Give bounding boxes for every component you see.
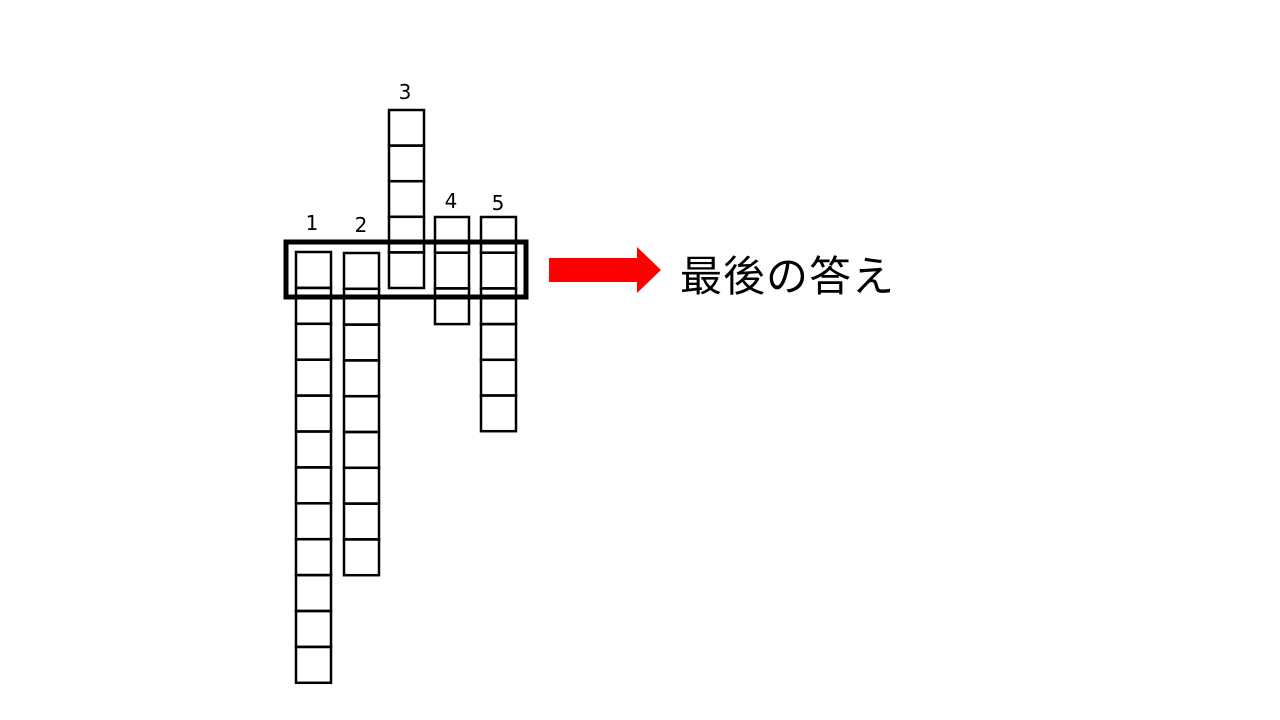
column-number-1: 1 (305, 211, 319, 235)
column-4 (433, 215, 471, 326)
grid-cell (387, 251, 426, 290)
grid-cell (294, 358, 333, 397)
column-5 (479, 215, 518, 433)
grid-cell (479, 215, 518, 254)
grid-cell (342, 538, 381, 577)
grid-cell (433, 251, 471, 290)
grid-cell (387, 215, 426, 254)
grid-cell (342, 430, 381, 470)
grid-cell (294, 466, 333, 505)
grid-cell (294, 609, 333, 649)
grid-cell (294, 573, 333, 613)
grid-cell (433, 287, 471, 326)
column-2 (342, 251, 381, 577)
grid-cell (294, 502, 333, 541)
answer-row-highlight (283, 239, 529, 300)
grid-cell (479, 394, 518, 433)
column-number-5: 5 (491, 191, 505, 215)
grid-cell (479, 322, 518, 362)
grid-cell (294, 322, 333, 361)
grid-cell (294, 286, 333, 326)
final-answer-label: 最後の答え (680, 252, 896, 301)
grid-cell (342, 287, 381, 326)
column-number-3: 3 (398, 80, 412, 104)
grid-cell (342, 466, 381, 505)
column-1 (294, 250, 333, 685)
grid-cell (342, 394, 381, 434)
grid-cell (294, 394, 333, 433)
column-number-2: 2 (354, 213, 368, 237)
right-arrow-icon (549, 247, 661, 293)
grid-cell (479, 287, 518, 326)
grid-cell (387, 108, 426, 147)
grid-cell (342, 251, 381, 291)
grid-cell (342, 323, 381, 362)
grid-cell (294, 250, 333, 290)
grid-cell (294, 430, 333, 469)
grid-cell (433, 215, 471, 254)
grid-cell (342, 359, 381, 398)
grid-cell (479, 251, 518, 290)
grid-cell (342, 502, 381, 541)
column-3 (387, 108, 426, 290)
grid-cell (294, 645, 333, 685)
grid-cell (294, 537, 333, 577)
grid-cell (479, 358, 518, 397)
grid-cell (387, 144, 426, 183)
column-number-4: 4 (444, 189, 458, 213)
grid-cell (387, 179, 426, 219)
